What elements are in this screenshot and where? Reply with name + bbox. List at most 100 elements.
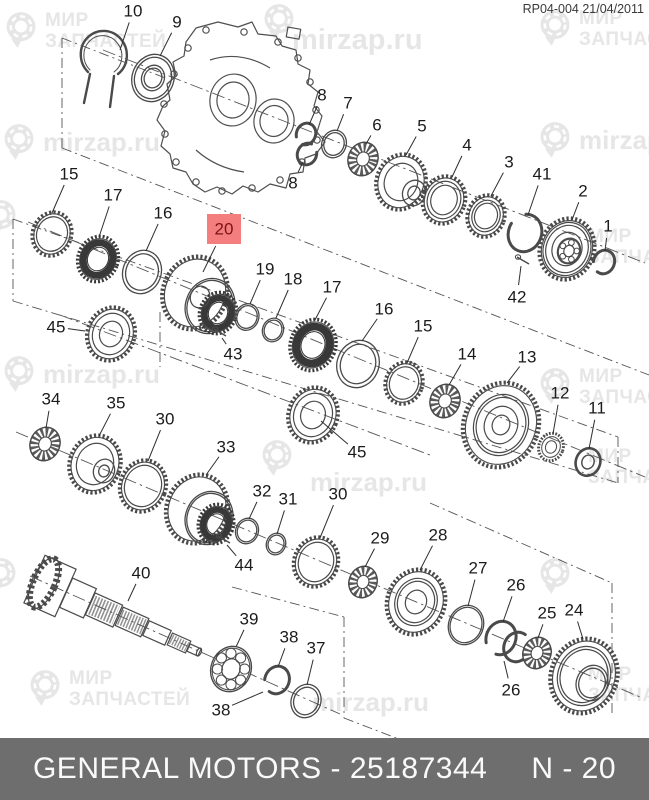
part-5 xyxy=(374,152,428,212)
part-label-45-26[interactable]: 45 xyxy=(47,318,86,337)
part-label-18-18[interactable]: 18 xyxy=(275,270,302,319)
part-label-35-30[interactable]: 35 xyxy=(98,394,126,437)
part-label-30-35[interactable]: 30 xyxy=(319,485,347,539)
svg-text:24: 24 xyxy=(565,601,584,620)
part-8b xyxy=(295,141,319,167)
highlighted-part-badge[interactable] xyxy=(207,214,241,244)
part-label-38-45[interactable]: 38 xyxy=(277,628,299,668)
part-15a xyxy=(30,210,74,258)
part-label-26-39[interactable]: 26 xyxy=(502,576,525,623)
part-label-10-0[interactable]: 10 xyxy=(119,2,143,51)
part-42 xyxy=(514,254,530,265)
part-label-7-3[interactable]: 7 xyxy=(336,94,353,132)
svg-text:11: 11 xyxy=(588,399,606,418)
part-label-29-36[interactable]: 29 xyxy=(364,529,389,568)
svg-text:20: 20 xyxy=(215,220,234,239)
svg-text:27: 27 xyxy=(469,559,488,578)
part-4 xyxy=(420,174,468,226)
svg-text:2: 2 xyxy=(578,182,587,201)
svg-text:39: 39 xyxy=(240,610,259,629)
part-18 xyxy=(261,317,285,343)
svg-text:26: 26 xyxy=(502,681,521,700)
part-30a xyxy=(117,458,169,514)
part-34 xyxy=(29,426,61,462)
part-label-37-46[interactable]: 37 xyxy=(306,639,326,686)
part-31 xyxy=(265,532,287,556)
part-label-20-16[interactable]: 20 xyxy=(202,214,241,273)
part-33c xyxy=(196,502,236,546)
svg-text:4: 4 xyxy=(462,136,471,155)
part-label-31-34[interactable]: 31 xyxy=(276,490,297,535)
part-label-16-20[interactable]: 16 xyxy=(361,300,394,342)
part-label-33-32[interactable]: 33 xyxy=(205,438,235,476)
part-label-8-12[interactable]: 8 xyxy=(288,161,304,193)
part-label-15-21[interactable]: 15 xyxy=(406,317,432,364)
part-label-8-2[interactable]: 8 xyxy=(308,86,327,126)
part-label-14-22[interactable]: 14 xyxy=(448,345,476,386)
part-label-25-40[interactable]: 25 xyxy=(537,604,557,639)
part-label-1-10[interactable]: 1 xyxy=(603,217,613,252)
svg-text:19: 19 xyxy=(256,260,275,279)
part-label-38-47[interactable]: 38 xyxy=(212,691,264,720)
part-label-26-42[interactable]: 26 xyxy=(502,660,521,700)
part-16b xyxy=(336,339,380,389)
part-label-44-48[interactable]: 44 xyxy=(226,544,254,575)
part-label-41-8[interactable]: 41 xyxy=(527,165,551,216)
part-label-2-9[interactable]: 2 xyxy=(571,182,588,221)
part-label-5-5[interactable]: 5 xyxy=(405,117,427,156)
svg-text:37: 37 xyxy=(307,639,326,658)
part-label-15-13[interactable]: 15 xyxy=(51,165,79,214)
part-14 xyxy=(429,383,461,419)
part-label-27-38[interactable]: 27 xyxy=(467,559,488,607)
part-24b xyxy=(575,664,609,702)
svg-text:44: 44 xyxy=(235,556,254,575)
part-16a xyxy=(121,249,163,295)
part-label-9-1[interactable]: 9 xyxy=(159,13,182,57)
part-label-12-24[interactable]: 12 xyxy=(551,384,570,435)
part-label-42-11[interactable]: 42 xyxy=(508,265,527,307)
part-label-11-25[interactable]: 11 xyxy=(588,399,606,450)
part-label-28-37[interactable]: 28 xyxy=(419,526,447,571)
part-label-34-29[interactable]: 34 xyxy=(42,390,61,429)
part-label-39-44[interactable]: 39 xyxy=(235,610,259,648)
svg-text:17: 17 xyxy=(104,186,123,205)
part-43 xyxy=(211,326,227,337)
svg-text:43: 43 xyxy=(224,345,243,364)
part-label-6-4[interactable]: 6 xyxy=(365,116,382,145)
footer-manufacturer-partnumber: GENERAL MOTORS - 25187344 xyxy=(32,752,488,785)
svg-text:34: 34 xyxy=(42,390,61,409)
part-label-16-15[interactable]: 16 xyxy=(145,204,172,252)
part-28 xyxy=(384,567,448,637)
part-44 xyxy=(215,533,231,544)
svg-text:7: 7 xyxy=(343,94,352,113)
part-label-19-17[interactable]: 19 xyxy=(249,260,275,305)
part-37 xyxy=(290,683,322,719)
part-30b xyxy=(291,535,341,589)
part-label-3-7[interactable]: 3 xyxy=(490,153,514,197)
part-label-13-23[interactable]: 13 xyxy=(506,348,536,384)
part-label-40-43[interactable]: 40 xyxy=(127,564,150,602)
svg-text:35: 35 xyxy=(107,394,126,413)
part-label-17-19[interactable]: 17 xyxy=(314,278,342,321)
svg-text:38: 38 xyxy=(280,628,299,647)
part-label-43-27[interactable]: 43 xyxy=(221,337,243,364)
part-label-45-28[interactable]: 45 xyxy=(320,420,366,462)
svg-text:15: 15 xyxy=(60,165,79,184)
part-label-4-6[interactable]: 4 xyxy=(451,136,472,178)
svg-text:16: 16 xyxy=(375,300,394,319)
part-26a xyxy=(484,619,518,657)
part-label-30-31[interactable]: 30 xyxy=(147,410,174,462)
part-35b xyxy=(92,458,116,484)
svg-text:17: 17 xyxy=(323,278,342,297)
part-label-17-14[interactable]: 17 xyxy=(98,186,123,238)
svg-text:3: 3 xyxy=(504,153,513,172)
part-label-32-33[interactable]: 32 xyxy=(248,482,271,520)
part-41 xyxy=(506,212,544,254)
document-reference: RP04-004 21/04/2011 xyxy=(522,2,644,16)
svg-text:10: 10 xyxy=(124,2,143,21)
part-38 xyxy=(263,664,291,696)
part-label-24-41[interactable]: 24 xyxy=(565,601,584,640)
part-19 xyxy=(234,303,260,331)
part-45b xyxy=(286,385,340,445)
